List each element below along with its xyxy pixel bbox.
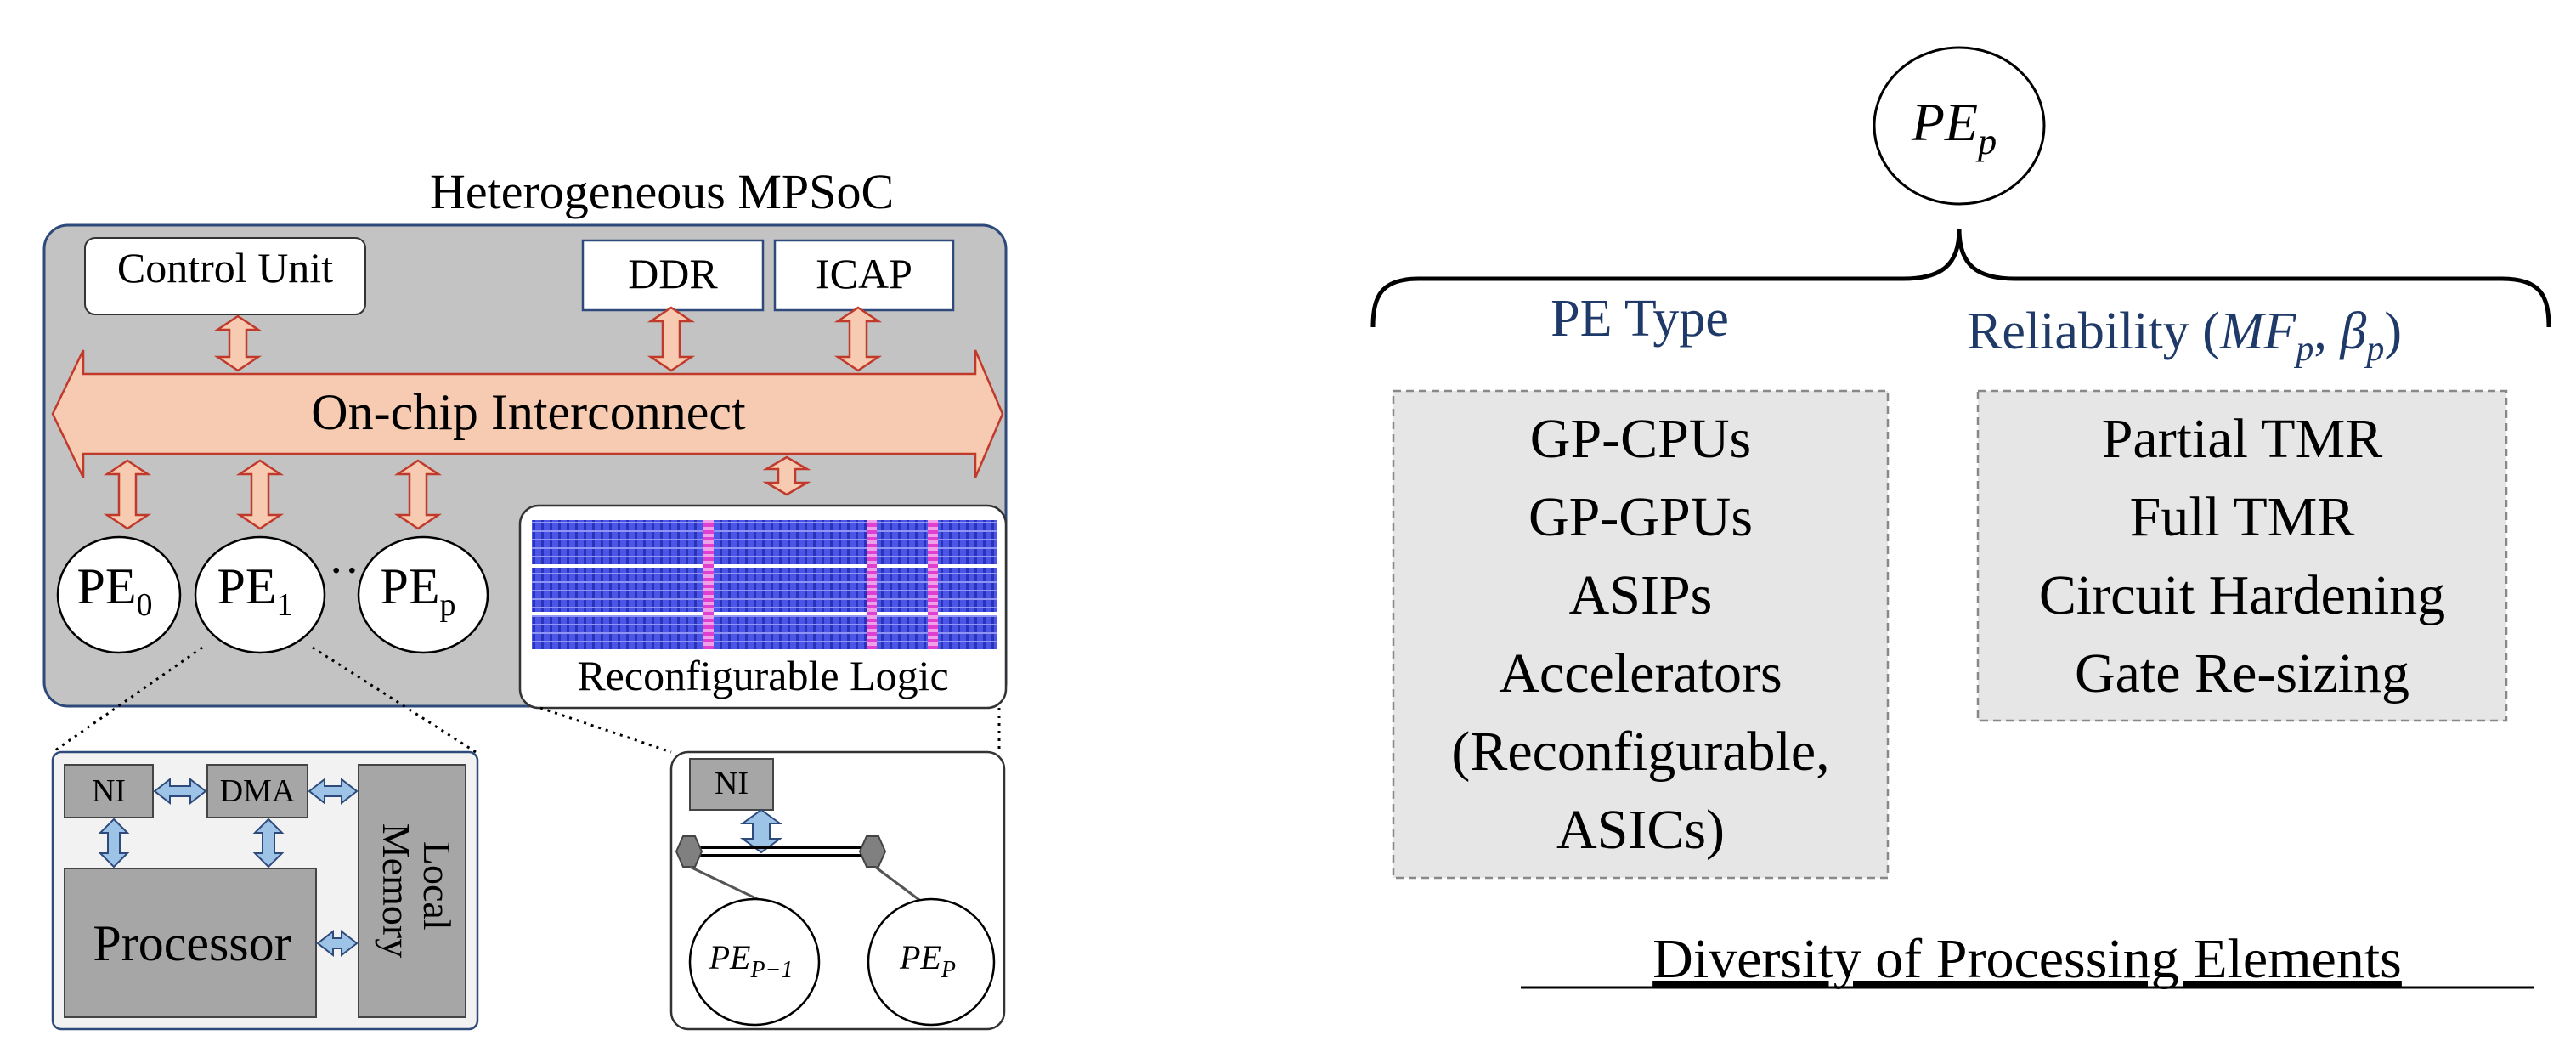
reconfig-bus-line	[675, 835, 924, 904]
reconfig-bus-arrow	[762, 455, 811, 496]
ni-processor-arrow	[98, 818, 130, 868]
pe1-bus-arrow	[235, 459, 285, 530]
control-unit-label: Control Unit	[117, 244, 333, 291]
processor-block	[64, 868, 317, 1018]
diagram-caption: Diversity of Processing Elements	[1652, 928, 2402, 990]
pe-p-top-label: PEp	[1911, 92, 1997, 162]
detail-arrows	[98, 777, 359, 958]
dma-block	[206, 764, 308, 818]
pe-type-item: ASICs)	[1556, 799, 1725, 861]
pep-bus-arrow	[393, 459, 443, 530]
pe0-node	[56, 535, 182, 654]
ddr-bus-arrow	[647, 306, 696, 372]
ni-dma-arrow	[153, 777, 207, 806]
reliability-item: Gate Re-sizing	[2075, 642, 2409, 704]
pe-p-top-node	[1873, 46, 2046, 206]
reconfig-ni-arrow	[739, 808, 783, 854]
bus-connector-arrows	[213, 306, 883, 372]
ni-block	[64, 764, 154, 818]
reliability-heading: Reliability (MFp, βp)	[1967, 303, 2402, 369]
interconnect-label: On-chip Interconnect	[311, 384, 746, 440]
on-chip-interconnect-bus	[51, 349, 1004, 478]
reliability-list: Partial TMR Full TMR Circuit Hardening G…	[2039, 408, 2445, 704]
dma-label: DMA	[220, 773, 296, 809]
local-memory-label: Local Memory	[375, 823, 459, 958]
pe-p-label: PEP	[899, 938, 956, 983]
pe-type-item: Accelerators	[1499, 642, 1782, 704]
pe1-node	[194, 535, 326, 654]
reliability-box	[1976, 389, 2508, 722]
curly-brace	[1370, 229, 2551, 328]
reconfig-ni-block	[689, 758, 774, 811]
pe0-label: PE0	[76, 558, 152, 623]
reconfigurable-logic-label: Reconfigurable Logic	[577, 652, 948, 699]
pe-type-box	[1392, 389, 1890, 880]
icap-bus-arrow	[833, 306, 883, 372]
mpsoc-title: Heterogeneous MPSoC	[430, 164, 894, 219]
processor-label: Processor	[93, 915, 291, 971]
ddr-label: DDR	[628, 250, 718, 297]
ni-label: NI	[92, 773, 126, 809]
icap-box	[773, 239, 955, 312]
local-memory-block	[358, 764, 466, 1018]
pe-type-item: ASIPs	[1569, 564, 1713, 626]
pep-node	[357, 535, 489, 654]
dma-memory-arrow	[308, 777, 359, 806]
pep-label: PEp	[380, 558, 455, 623]
pe0-bus-arrow	[103, 459, 152, 530]
pe-type-item: GP-GPUs	[1528, 486, 1753, 548]
dma-processor-arrow	[252, 818, 285, 868]
reliability-item: Circuit Hardening	[2039, 564, 2445, 626]
pe-ellipsis: ··	[328, 545, 359, 597]
reconfig-ni-label: NI	[715, 766, 749, 801]
pe-type-list: GP-CPUs GP-GPUs ASIPs Accelerators (Reco…	[1451, 408, 1829, 861]
zoom-lines	[52, 646, 1001, 754]
pe-type-heading: PE Type	[1551, 290, 1729, 348]
pe-p-minus-1-node	[688, 897, 821, 1027]
fpga-fabric	[532, 520, 997, 649]
pe-p-minus-1-label: PEP−1	[709, 938, 794, 983]
pe1-label: PE1	[217, 558, 292, 623]
reliability-item: Partial TMR	[2102, 408, 2383, 470]
icap-label: ICAP	[816, 250, 912, 297]
pe-type-item: GP-CPUs	[1530, 408, 1751, 470]
pe-p-node	[867, 897, 996, 1027]
bus-end-right-icon	[858, 835, 887, 868]
processor-memory-arrow	[316, 929, 359, 958]
pe-type-item: (Reconfigurable,	[1451, 721, 1829, 783]
control-unit-box	[84, 237, 366, 315]
control-unit-bus-arrow	[213, 314, 263, 372]
pe-connector-arrows	[103, 455, 811, 530]
reliability-item: Full TMR	[2130, 486, 2355, 548]
bus-end-left-icon	[675, 835, 703, 868]
